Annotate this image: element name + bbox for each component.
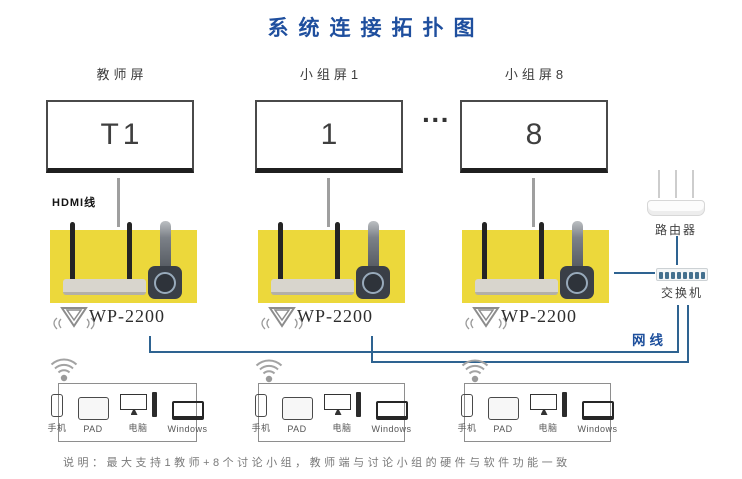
switch-label: 交换机 [660, 286, 703, 300]
cable-router-switch [676, 236, 678, 265]
hdmi-cable-line [117, 178, 120, 227]
wifi-icon [255, 359, 283, 383]
monitor-group1: 1 [255, 100, 403, 173]
phone-icon [460, 394, 473, 417]
hdmi-cable-line [327, 178, 330, 227]
client-item-phone: 手机 [251, 394, 270, 434]
pad-icon [487, 397, 519, 420]
monitor-group8: 8 [460, 100, 608, 173]
monitor-id: 8 [525, 118, 547, 151]
screen-label-group1: 小组屏1 [299, 67, 363, 82]
router-label: 路由器 [654, 223, 697, 237]
antenna-icon [70, 222, 75, 279]
device-model: WP-2200 [501, 306, 577, 326]
hdmi-cable-line [532, 178, 535, 227]
footer-note: 说明：最大支持1教师+8个讨论小组，教师端与讨论小组的硬件与软件功能一致 [63, 457, 571, 469]
switch-port [671, 272, 675, 279]
windows-laptop-icon [375, 401, 408, 420]
client-item-windows: Windows [168, 401, 208, 434]
dongle-ring [154, 271, 176, 294]
wifi-icon [461, 359, 489, 383]
switch-icon [656, 268, 708, 281]
client-item-computer: 电脑 [119, 392, 157, 434]
receiver-box [63, 279, 146, 295]
client-item-windows: Windows [372, 401, 412, 434]
brand-logo-icon [465, 307, 507, 330]
client-item-phone: 手机 [47, 394, 66, 434]
hdmi-cable-label: HDMI线 [52, 197, 97, 209]
switch-port [659, 272, 663, 279]
client-item-phone: 手机 [457, 394, 476, 434]
dongle-button [560, 266, 594, 299]
dongle-button [356, 266, 390, 299]
phone-icon [50, 394, 63, 417]
dongle-button [148, 266, 182, 299]
switch-port [689, 272, 693, 279]
router-antenna [692, 170, 694, 198]
device-model: WP-2200 [297, 306, 373, 326]
client-devices-box-group1: 手机 PAD 电脑 Windows [251, 383, 411, 442]
device-group-group8 [462, 221, 609, 303]
switch-port [695, 272, 699, 279]
brand-logo-icon [261, 307, 303, 330]
client-item-pad: PAD [281, 397, 313, 434]
client-item-windows: Windows [578, 401, 618, 434]
switch-port [701, 272, 705, 279]
windows-laptop-icon [171, 401, 204, 420]
client-item-computer: 电脑 [323, 392, 361, 434]
router-body [647, 200, 705, 216]
computer-icon [529, 392, 567, 417]
cable-drop-teacher [149, 336, 151, 353]
screen-label-teacher: 教师屏 [96, 67, 148, 82]
router-antenna [675, 170, 677, 198]
cable-switch-riser-2 [687, 305, 689, 363]
client-item-pad: PAD [487, 397, 519, 434]
pad-icon [281, 397, 313, 420]
antenna-icon [127, 222, 132, 279]
dongle-usb-plug [572, 221, 583, 268]
screen-label-group8: 小组屏8 [504, 67, 568, 82]
device-model: WP-2200 [89, 306, 165, 326]
cable-bus-1 [149, 351, 679, 353]
brand-logo-icon [53, 307, 95, 330]
monitor-id: T1 [100, 118, 144, 151]
switch-port [665, 272, 669, 279]
ellipsis-more-groups: ··· [422, 104, 450, 135]
client-item-pad: PAD [77, 397, 109, 434]
computer-icon [119, 392, 157, 417]
device-group-group1 [258, 221, 405, 303]
monitor-teacher: T1 [46, 100, 194, 173]
cable-group8-switch [614, 272, 655, 274]
antenna-icon [482, 222, 487, 279]
client-devices-box-group8: 手机 PAD 电脑 Windows [457, 383, 617, 442]
windows-laptop-icon [581, 401, 614, 420]
dongle-usb-plug [368, 221, 379, 268]
network-cable-label: 网线 [632, 333, 667, 348]
antenna-icon [539, 222, 544, 279]
dongle-usb-plug [160, 221, 171, 268]
client-devices-box-teacher: 手机 PAD 电脑 Windows [47, 383, 207, 442]
wifi-icon [50, 358, 78, 382]
router-icon [646, 170, 706, 216]
router-antenna [658, 170, 660, 198]
phone-icon [254, 394, 267, 417]
cable-drop-group1 [371, 336, 373, 363]
switch-port [683, 272, 687, 279]
antenna-icon [278, 222, 283, 279]
computer-icon [323, 392, 361, 417]
dongle-ring [566, 271, 588, 294]
device-group-teacher [50, 221, 197, 303]
pad-icon [77, 397, 109, 420]
dongle-ring [362, 271, 384, 294]
cable-bus-2 [371, 361, 689, 363]
switch-port [677, 272, 681, 279]
monitor-id: 1 [320, 118, 342, 151]
receiver-box [271, 279, 354, 295]
cable-switch-riser-1 [677, 305, 679, 353]
antenna-icon [335, 222, 340, 279]
page-title: 系统连接拓扑图 [267, 17, 485, 40]
receiver-box [475, 279, 558, 295]
client-item-computer: 电脑 [529, 392, 567, 434]
